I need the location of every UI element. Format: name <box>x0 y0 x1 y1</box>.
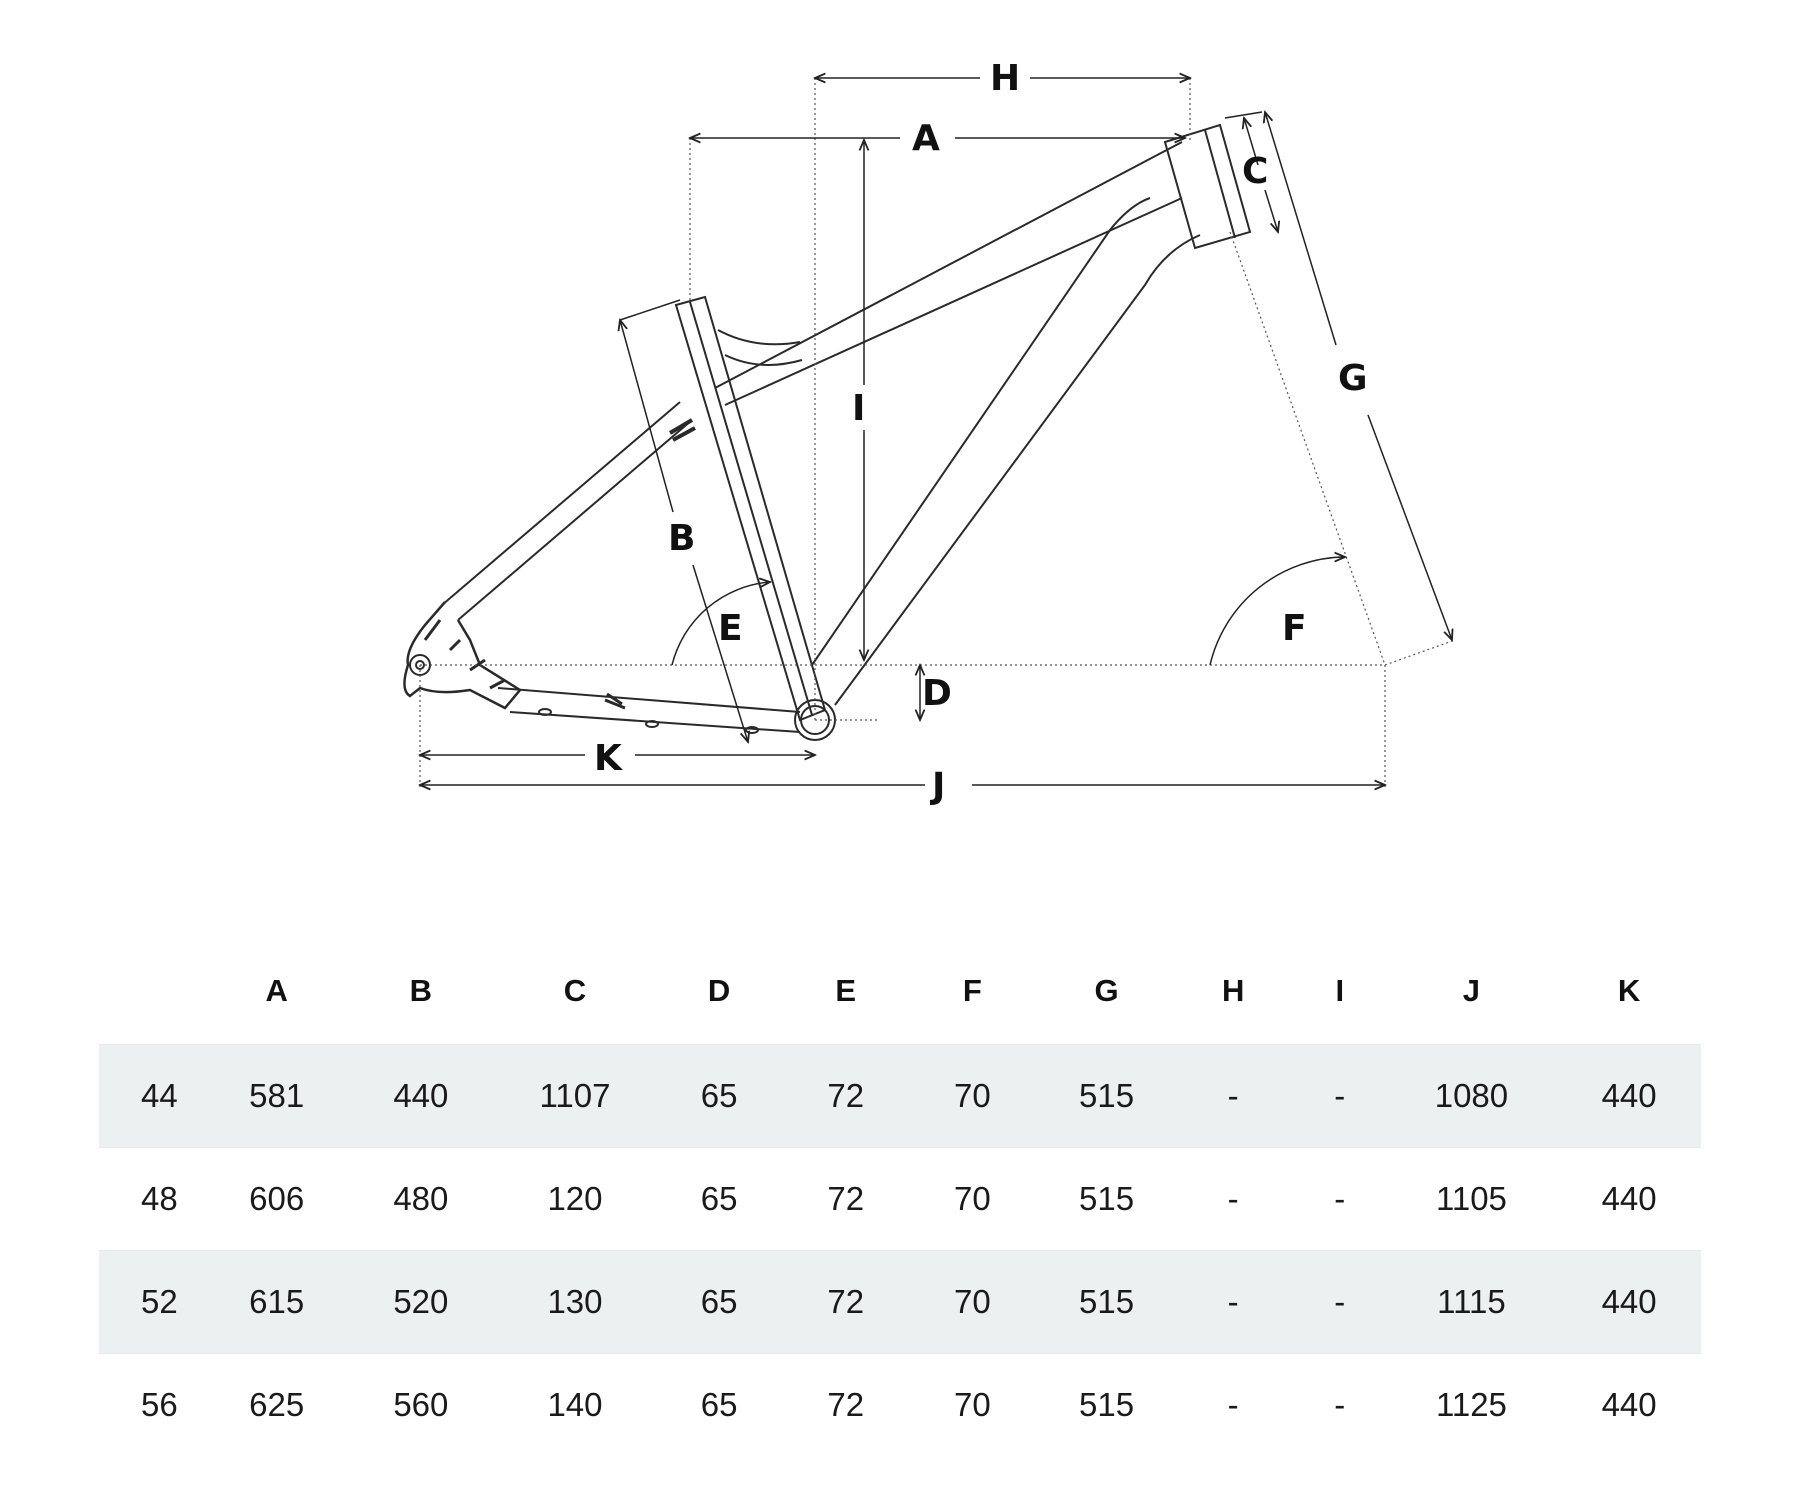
column-header: B <box>409 972 433 1008</box>
rear-dropout <box>403 601 522 710</box>
label-a: A <box>912 118 940 159</box>
table-cell: 440 <box>1557 1353 1701 1456</box>
size-cell: 44 <box>99 1044 211 1148</box>
label-g: G <box>1338 358 1368 399</box>
table-cell: 70 <box>904 1044 1041 1148</box>
table-cell: 1105 <box>1385 1147 1558 1251</box>
table-cell: 560 <box>342 1353 500 1456</box>
table-cell: 606 <box>210 1147 343 1251</box>
table-cell: 72 <box>787 1044 905 1148</box>
column-header: G <box>1094 972 1119 1008</box>
table-cell: - <box>1172 1250 1294 1354</box>
bike-frame <box>403 123 1252 741</box>
label-k: K <box>594 738 623 779</box>
table-cell: 480 <box>342 1147 500 1251</box>
table-cell: 1107 <box>499 1044 651 1148</box>
table-cell: 515 <box>1040 1044 1173 1148</box>
table-cell: 65 <box>650 1044 788 1148</box>
table-cell: - <box>1172 1147 1294 1251</box>
label-i: I <box>852 388 865 429</box>
table-cell: - <box>1172 1044 1294 1148</box>
dimension-lines <box>420 78 1452 785</box>
table-cell: 65 <box>650 1147 788 1251</box>
column-header: I <box>1335 972 1345 1008</box>
table-cell: 65 <box>650 1250 788 1354</box>
table-cell: 1125 <box>1385 1353 1558 1456</box>
table-cell: 72 <box>787 1147 905 1251</box>
table-row: 52 615 520 130 65 72 70 515 - - 1115 440 <box>99 1250 1701 1354</box>
table-cell: 520 <box>342 1250 500 1354</box>
table-cell: - <box>1293 1353 1386 1456</box>
table-cell: 140 <box>499 1353 651 1456</box>
seat-brace <box>717 329 803 366</box>
table-cell: 440 <box>342 1044 500 1148</box>
column-header: J <box>1462 972 1481 1008</box>
table-cell: 440 <box>1557 1044 1701 1148</box>
bike-frame-geometry-diagram: H A C G I B E F D K J <box>403 58 1456 807</box>
column-header: C <box>563 972 587 1008</box>
table-cell: 72 <box>787 1353 905 1456</box>
table-cell: 130 <box>499 1250 651 1354</box>
reference-lines <box>419 78 1456 790</box>
table-cell: - <box>1293 1147 1386 1251</box>
label-e: E <box>718 608 743 649</box>
column-header: E <box>835 972 857 1008</box>
table-cell: 1080 <box>1385 1044 1558 1148</box>
table-cell: 440 <box>1557 1250 1701 1354</box>
head-tube <box>1163 123 1252 250</box>
table-row: 44 581 440 1107 65 72 70 515 - - 1080 44… <box>99 1044 1701 1148</box>
table-row: 48 606 480 120 65 72 70 515 - - 1105 440 <box>99 1147 1701 1251</box>
column-header <box>99 920 211 1045</box>
table-cell: 120 <box>499 1147 651 1251</box>
table-cell: 72 <box>787 1250 905 1354</box>
column-header: A <box>265 972 288 1008</box>
label-d: D <box>922 673 952 714</box>
column-header: H <box>1221 972 1245 1008</box>
table-cell: 70 <box>904 1147 1041 1251</box>
table-cell: 70 <box>904 1353 1041 1456</box>
table-cell: 1115 <box>1385 1250 1558 1354</box>
table-cell: 70 <box>904 1250 1041 1354</box>
table-row: 56 625 560 140 65 72 70 515 - - 1125 440 <box>99 1353 1701 1456</box>
table-cell: - <box>1293 1250 1386 1354</box>
size-cell: 48 <box>99 1147 211 1251</box>
column-header: D <box>707 972 731 1008</box>
size-cell: 56 <box>99 1353 211 1456</box>
label-b: B <box>668 518 695 559</box>
table-cell: 581 <box>210 1044 343 1148</box>
size-cell: 52 <box>99 1250 211 1354</box>
angle-arc-e <box>671 582 770 666</box>
table-cell: 440 <box>1557 1147 1701 1251</box>
table-cell: - <box>1172 1353 1294 1456</box>
seat-stay <box>441 401 693 621</box>
label-c: C <box>1242 151 1268 192</box>
top-tube <box>714 141 1183 406</box>
column-header: K <box>1617 972 1641 1008</box>
table-cell: 625 <box>210 1353 343 1456</box>
down-tube <box>811 197 1201 706</box>
table-header-row: A B C D E F G H I J K <box>99 920 1701 1045</box>
angle-arc-f <box>1209 557 1345 666</box>
angle-arcs <box>671 557 1345 666</box>
label-j: J <box>929 766 945 807</box>
table-cell: 515 <box>1040 1147 1173 1251</box>
table-cell: 515 <box>1040 1250 1173 1354</box>
table-cell: 65 <box>650 1353 788 1456</box>
table-cell: 615 <box>210 1250 343 1354</box>
table-cell: 515 <box>1040 1353 1173 1456</box>
table-cell: - <box>1293 1044 1386 1148</box>
label-h: H <box>990 58 1020 99</box>
label-f: F <box>1282 608 1307 649</box>
seat-tube <box>674 295 827 722</box>
geometry-table: A B C D E F G H I J K 44 581 440 1107 65… <box>99 920 1701 1456</box>
column-header: F <box>962 972 982 1008</box>
